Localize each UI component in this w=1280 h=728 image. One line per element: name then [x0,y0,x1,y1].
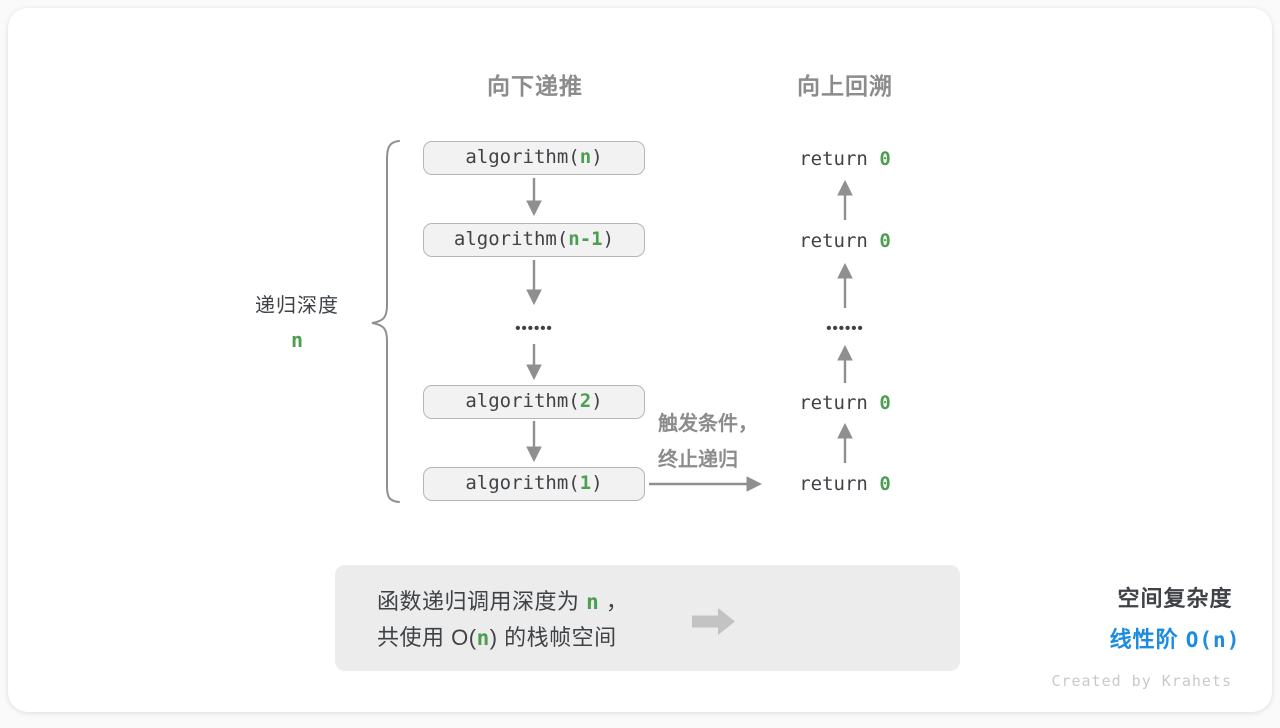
figure-card: 向下递推 向上回溯 递归深度 n [8,8,1272,712]
code-arg: 2 [579,390,592,412]
return-statement: return 0 [765,391,925,417]
code-text: return [799,148,880,170]
summary-line1-post: ， [599,589,629,614]
return-value: 0 [879,230,891,252]
result-order-label: 线性阶 [1109,627,1186,652]
termination-note: 触发条件， 终止递归 [658,406,758,478]
call-box-algorithm-2: algorithm(2) [423,385,645,419]
summary-line2-pre: 共使用 O( [377,625,477,650]
code-text: algorithm( [465,146,580,168]
summary-line1-var: n [586,590,600,614]
code-text: ) [591,390,603,412]
summary-line1: 函数递归调用深度为 n ， [377,584,628,620]
return-value: 0 [879,392,891,414]
summary-left-text: 函数递归调用深度为 n ， 共使用 O(n) 的栈帧空间 [377,584,628,656]
summary-line1-pre: 函数递归调用深度为 [377,589,587,614]
summary-panel: 函数递归调用深度为 n ， 共使用 O(n) 的栈帧空间 空间复杂度 线性阶 O… [335,565,1239,671]
termination-note-line1: 触发条件， [658,413,758,435]
recursion-depth-value: n [290,328,304,352]
result-formula: O(n) [1185,628,1241,652]
summary-line2: 共使用 O(n) 的栈帧空间 [377,620,628,656]
watermark: Created by Krahets [1051,672,1232,690]
code-arg: 1 [579,472,592,494]
code-text: ) [591,146,603,168]
code-text: ) [591,472,603,494]
depth-brace [371,140,400,503]
termination-note-line2: 终止递归 [658,449,738,471]
return-statement: return 0 [765,229,925,255]
code-arg: n-1 [568,228,603,250]
code-text: return [799,392,880,414]
ellipsis-right: •••••• [826,320,864,337]
code-text: return [799,473,880,495]
summary-line2-post: ) 的栈帧空间 [489,625,617,650]
space-complexity-title: 空间复杂度 [1117,586,1233,611]
implies-arrow-icon [692,608,735,635]
return-value: 0 [879,473,891,495]
ellipsis-left: •••••• [515,320,553,337]
call-box-algorithm-n-1: algorithm(n-1) [423,223,645,257]
summary-line2-var: n [476,626,490,650]
code-text: return [799,230,880,252]
call-box-algorithm-n: algorithm(n) [423,141,645,175]
recursion-depth-label: 递归深度 n [226,289,368,352]
call-box-algorithm-1: algorithm(1) [423,467,645,501]
return-statement: return 0 [765,472,925,498]
code-text: ) [602,228,615,250]
space-complexity-result: 线性阶 O(n) [1085,622,1265,654]
recursion-depth-text: 递归深度 [255,295,339,317]
header-upward-backtrack: 向上回溯 [797,73,893,99]
code-text: algorithm( [465,390,580,412]
header-downward-recursion: 向下递推 [487,73,583,99]
return-statement: return 0 [765,147,925,173]
code-text: algorithm( [465,472,580,494]
code-text: algorithm( [453,228,569,250]
code-arg: n [579,146,592,168]
summary-right-text: 空间复杂度 线性阶 O(n) [1085,581,1265,654]
return-value: 0 [879,148,891,170]
